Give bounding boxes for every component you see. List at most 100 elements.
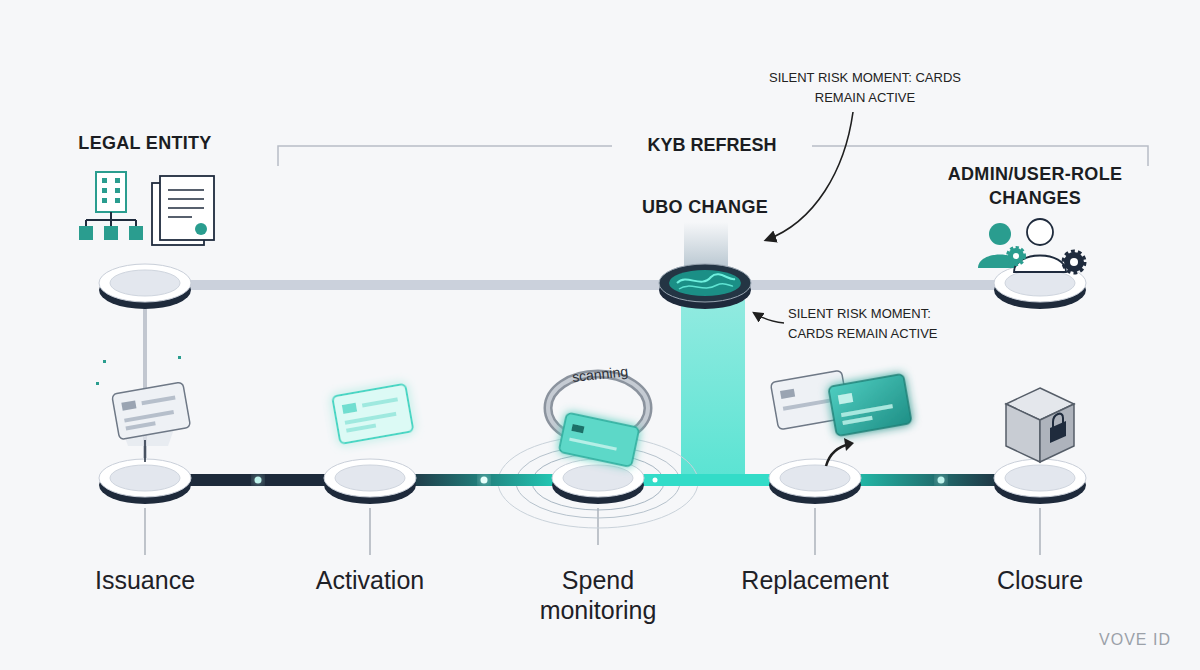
replacement-cards xyxy=(842,416,872,425)
document-icon xyxy=(160,176,214,240)
issuance-card xyxy=(118,418,178,446)
timeline-connector xyxy=(189,474,326,486)
timeline-connector xyxy=(642,474,771,486)
callout-note: SILENT RISK MOMENT: CARDS REMAIN ACTIVE xyxy=(788,304,963,344)
building-icon xyxy=(102,188,107,193)
disc-face xyxy=(659,264,751,302)
timeline-connector xyxy=(143,307,147,458)
node-label: Issuance xyxy=(55,565,235,595)
locked-cube xyxy=(1050,421,1066,443)
building-icon xyxy=(102,198,107,203)
activation-card xyxy=(345,412,397,425)
locked-cube xyxy=(1040,404,1074,462)
document-icon xyxy=(168,189,204,191)
issuance-card xyxy=(141,395,175,405)
document-icon xyxy=(152,183,204,245)
disc-core xyxy=(780,465,850,491)
node-label: Spend monitoring xyxy=(518,565,678,625)
replacement-cards xyxy=(826,444,850,466)
disc-face xyxy=(994,459,1086,497)
replacement-cards xyxy=(828,374,912,436)
leader-arrow xyxy=(766,112,853,240)
disc-face xyxy=(324,459,416,497)
scan-label: scanning xyxy=(559,361,640,387)
building-icon xyxy=(115,188,120,193)
activation-card xyxy=(362,397,398,407)
scanner-ring xyxy=(559,413,640,468)
disc-face xyxy=(99,264,191,302)
activation-card xyxy=(332,384,413,444)
org-chart-icon xyxy=(79,212,143,240)
disc-swirl xyxy=(677,274,735,283)
locked-cube xyxy=(1006,388,1074,462)
node-disc xyxy=(322,454,418,506)
timeline-connector xyxy=(189,280,661,290)
disc-face xyxy=(552,459,644,497)
disc-core xyxy=(1005,270,1075,296)
label-stem xyxy=(597,508,598,545)
users-gear-icon xyxy=(1014,256,1066,273)
disc-swirl xyxy=(679,284,733,289)
watermark: VOVE ID xyxy=(1080,630,1190,650)
bracket-label: KYB REFRESH xyxy=(612,133,812,157)
document-icon xyxy=(168,216,192,218)
node-label: Activation xyxy=(280,565,460,595)
issuance-card xyxy=(121,400,136,410)
disc-core xyxy=(669,270,741,296)
replacement-cards xyxy=(828,374,912,436)
locked-cube xyxy=(1006,404,1040,462)
users-gear-icon xyxy=(1070,258,1078,266)
kyb-bracket xyxy=(278,146,1148,166)
building-icon xyxy=(96,172,126,212)
node-disc xyxy=(657,259,753,311)
node-disc xyxy=(97,454,193,506)
scanner-ring xyxy=(548,374,648,442)
replacement-cards xyxy=(783,398,833,411)
node-disc xyxy=(767,454,863,506)
flow-dot xyxy=(481,477,488,484)
label-stem xyxy=(145,508,1040,555)
activation-card xyxy=(332,384,413,444)
scanner-ring xyxy=(569,438,617,451)
scanner-ring xyxy=(548,374,648,467)
node-label: LEGAL ENTITY xyxy=(35,131,255,155)
issuance-card xyxy=(112,382,191,440)
label-stem xyxy=(144,508,145,555)
label-stem xyxy=(369,508,370,555)
kyb-bracket xyxy=(278,146,1148,166)
lifecycle-stage: Issuance xyxy=(97,454,193,506)
building-icon xyxy=(115,198,120,203)
node-label: UBO CHANGE xyxy=(595,195,815,219)
replacement-cards xyxy=(844,438,854,451)
users-gear-icon xyxy=(978,219,1084,272)
node-disc xyxy=(550,454,646,506)
lifecycle-stage: Spend monitoring xyxy=(550,454,646,506)
users-gear-icon xyxy=(989,223,1011,245)
locked-cube xyxy=(1053,414,1063,428)
issuance-card xyxy=(103,360,106,363)
scanner-ring xyxy=(559,413,640,468)
users-gear-icon xyxy=(1008,248,1024,264)
timeline-connector xyxy=(414,474,554,486)
replacement-cards xyxy=(770,370,849,430)
scanner-ring xyxy=(548,374,648,442)
scanner-ring xyxy=(571,424,584,433)
issuance-card xyxy=(124,410,174,423)
leader-arrow xyxy=(754,313,784,323)
disc-face xyxy=(769,459,861,497)
timeline-connector xyxy=(749,280,996,290)
node-label: ADMIN/USER-ROLE CHANGES xyxy=(930,162,1140,210)
flow-dot xyxy=(255,477,945,484)
lifecycle-stage: Activation xyxy=(322,454,418,506)
label-stem xyxy=(1039,508,1040,555)
replacement-cards xyxy=(770,370,911,466)
activation-card xyxy=(332,384,413,444)
replacement-cards xyxy=(838,393,853,404)
activation-card xyxy=(346,424,376,433)
issuance-card xyxy=(178,356,181,359)
issuance-card xyxy=(125,421,155,430)
flow-dot xyxy=(938,477,945,484)
